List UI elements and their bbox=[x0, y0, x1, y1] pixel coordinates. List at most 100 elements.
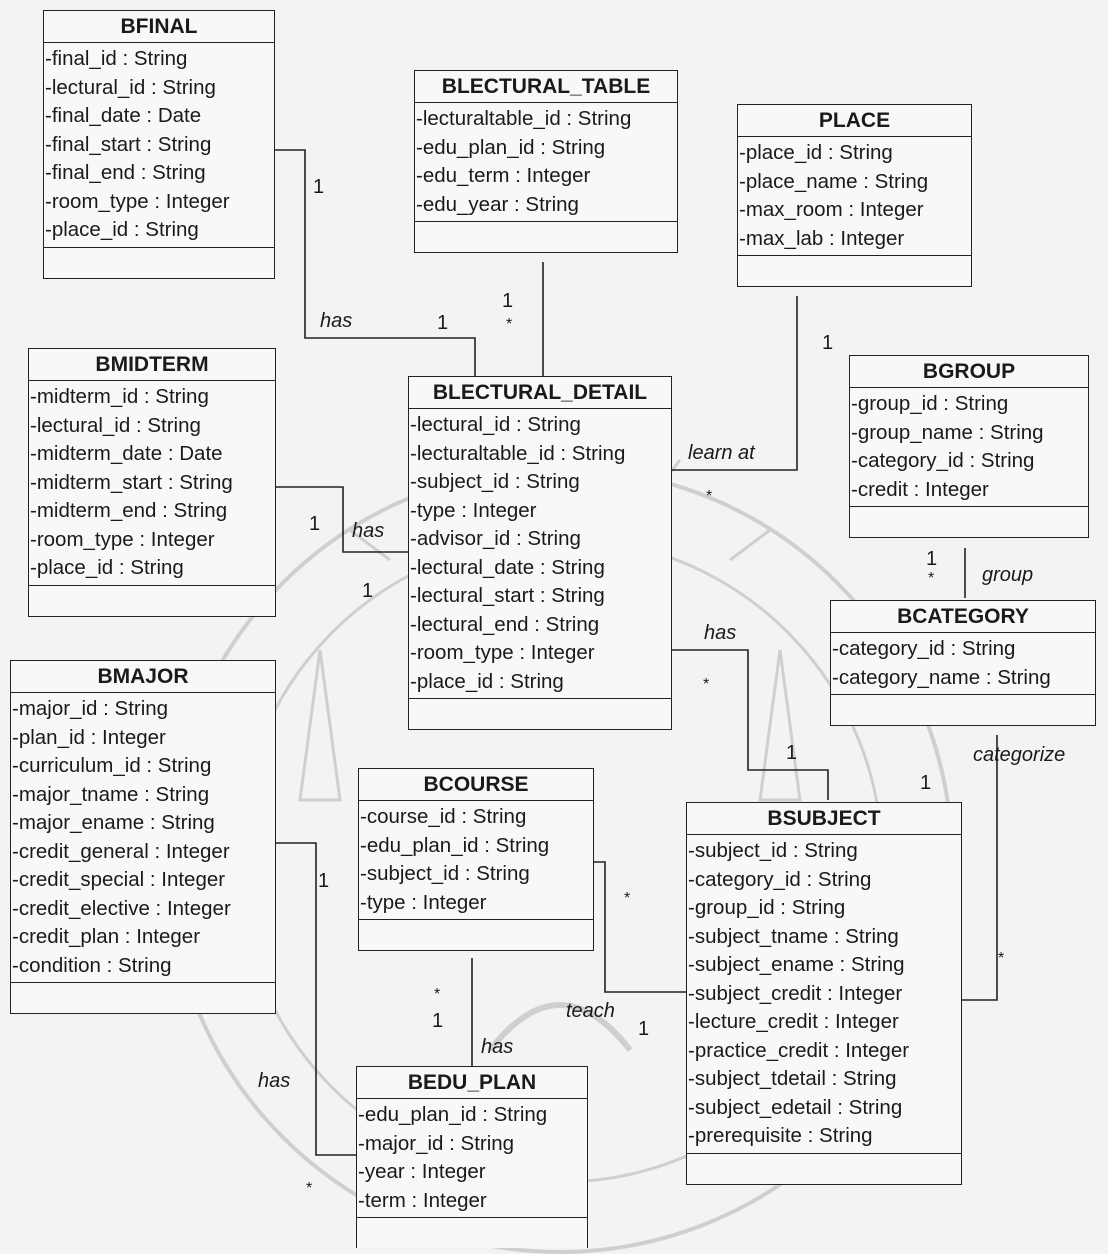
class-name: PLACE bbox=[738, 105, 971, 137]
class-name: BGROUP bbox=[850, 356, 1088, 388]
multiplicity: 1 bbox=[920, 772, 932, 794]
class-blectural-table[interactable]: BLECTURAL_TABLE -lecturaltable_id : Stri… bbox=[414, 70, 678, 253]
attribute: -term : Integer bbox=[358, 1188, 487, 1212]
multiplicity: 1 bbox=[309, 513, 321, 535]
attribute: -year : Integer bbox=[358, 1160, 486, 1183]
class-bmajor[interactable]: BMAJOR -major_id : String -plan_id : Int… bbox=[10, 660, 276, 1014]
attribute: -final_date : Date bbox=[45, 104, 202, 127]
operation-list bbox=[738, 256, 971, 286]
attribute: -room_type : Integer bbox=[45, 189, 230, 213]
operation-list bbox=[850, 507, 1088, 537]
attribute: -max_lab : Integer bbox=[739, 226, 905, 250]
assoc-bfinal-detail bbox=[275, 149, 476, 376]
attribute-list: -lecturaltable_id : String -edu_plan_id … bbox=[415, 103, 677, 222]
class-bcourse[interactable]: BCOURSE -course_id : String -edu_plan_id… bbox=[358, 768, 594, 951]
attribute: -lectural_start : String bbox=[410, 584, 605, 607]
operation-list bbox=[357, 1218, 587, 1248]
attribute-list: -subject_id : String -category_id : Stri… bbox=[687, 835, 961, 1154]
attribute: -category_name : String bbox=[832, 665, 1051, 689]
class-blectural-detail[interactable]: BLECTURAL_DETAIL -lectural_id : String -… bbox=[408, 376, 672, 730]
class-name: BCATEGORY bbox=[831, 601, 1095, 633]
attribute: -curriculum_id : String bbox=[12, 754, 212, 777]
attribute: -place_id : String bbox=[45, 218, 199, 241]
attribute: -category_id : String bbox=[832, 637, 1016, 660]
attribute: -midterm_date : Date bbox=[30, 442, 223, 465]
class-name: BFINAL bbox=[44, 11, 274, 43]
attribute: -subject_credit : Integer bbox=[688, 981, 903, 1005]
attribute: -midterm_end : String bbox=[30, 499, 228, 522]
attribute: -final_start : String bbox=[45, 132, 212, 156]
attribute: -group_id : String bbox=[688, 896, 846, 919]
attribute-list: -edu_plan_id : String -major_id : String… bbox=[357, 1099, 587, 1218]
multiplicity: * bbox=[624, 890, 631, 907]
assoc-label-categorize: categorize bbox=[973, 744, 1066, 766]
attribute: -midterm_start : String bbox=[30, 470, 233, 494]
assoc-label-has-final: has bbox=[320, 310, 353, 332]
attribute: -major_id : String bbox=[12, 697, 169, 720]
class-name: BEDU_PLAN bbox=[357, 1067, 587, 1099]
operation-list bbox=[687, 1154, 961, 1184]
attribute: -lectural_date : String bbox=[410, 555, 605, 579]
attribute: -place_id : String bbox=[30, 556, 184, 579]
attribute: -category_id : String bbox=[688, 867, 872, 891]
assoc-detail-subject bbox=[670, 649, 829, 800]
attribute: -final_end : String bbox=[45, 161, 206, 184]
attribute: -edu_year : String bbox=[416, 192, 579, 216]
multiplicity: 1 bbox=[822, 332, 834, 354]
multiplicity: 1 bbox=[318, 870, 330, 892]
multiplicity: 1 bbox=[437, 312, 449, 334]
operation-list bbox=[415, 222, 677, 252]
class-bsubject[interactable]: BSUBJECT -subject_id : String -category_… bbox=[686, 802, 962, 1185]
attribute: -final_id : String bbox=[45, 47, 188, 70]
attribute: -subject_edetail : String bbox=[688, 1095, 903, 1119]
class-name: BMIDTERM bbox=[29, 349, 275, 381]
class-name: BLECTURAL_DETAIL bbox=[409, 377, 671, 409]
assoc-place-detail bbox=[670, 296, 798, 471]
attribute: -edu_plan_id : String bbox=[360, 833, 550, 857]
attribute: -credit_general : Integer bbox=[12, 839, 230, 863]
multiplicity: 1 bbox=[786, 742, 798, 764]
assoc-label-teach: teach bbox=[566, 1000, 615, 1022]
attribute: -lecturaltable_id : String bbox=[410, 441, 626, 465]
multiplicity: 1 bbox=[432, 1010, 444, 1032]
class-bedu-plan[interactable]: BEDU_PLAN -edu_plan_id : String -major_i… bbox=[356, 1066, 588, 1248]
multiplicity: * bbox=[434, 986, 441, 1003]
attribute-list: -group_id : String -group_name : String … bbox=[850, 388, 1088, 507]
attribute: -room_type : Integer bbox=[30, 527, 215, 551]
class-bfinal[interactable]: BFINAL -final_id : String -lectural_id :… bbox=[43, 10, 275, 279]
attribute-list: -major_id : String -plan_id : Integer -c… bbox=[11, 693, 275, 983]
assoc-label-has-subject: has bbox=[704, 622, 737, 644]
operation-list bbox=[29, 586, 275, 616]
multiplicity: * bbox=[706, 488, 713, 505]
attribute: -lecture_credit : Integer bbox=[688, 1010, 899, 1033]
class-name: BCOURSE bbox=[359, 769, 593, 801]
attribute: -place_id : String bbox=[739, 141, 893, 164]
multiplicity: 1 bbox=[313, 176, 325, 198]
multiplicity: * bbox=[998, 950, 1005, 967]
attribute: -type : Integer bbox=[360, 890, 487, 914]
assoc-label-has-major: has bbox=[258, 1070, 291, 1092]
multiplicity: * bbox=[928, 570, 935, 587]
attribute: -midterm_id : String bbox=[30, 385, 209, 408]
class-place[interactable]: PLACE -place_id : String -place_name : S… bbox=[737, 104, 972, 287]
multiplicity: 1 bbox=[502, 290, 514, 312]
attribute-list: -lectural_id : String -lecturaltable_id … bbox=[409, 409, 671, 699]
class-bgroup[interactable]: BGROUP -group_id : String -group_name : … bbox=[849, 355, 1089, 538]
attribute: -max_room : Integer bbox=[739, 198, 924, 221]
multiplicity: 1 bbox=[362, 580, 374, 602]
operation-list bbox=[359, 920, 593, 950]
attribute: -category_id : String bbox=[851, 449, 1035, 472]
attribute: -lectural_id : String bbox=[30, 413, 201, 437]
attribute: -plan_id : Integer bbox=[12, 725, 166, 749]
attribute: -major_ename : String bbox=[12, 811, 215, 834]
assoc-label-learn-at: learn at bbox=[688, 442, 755, 464]
assoc-course-subject bbox=[592, 861, 688, 993]
class-bcategory[interactable]: BCATEGORY -category_id : String -categor… bbox=[830, 600, 1096, 726]
class-bmidterm[interactable]: BMIDTERM -midterm_id : String -lectural_… bbox=[28, 348, 276, 617]
attribute: -credit_special : Integer bbox=[12, 868, 226, 891]
attribute: -credit : Integer bbox=[851, 477, 989, 501]
attribute: -credit_plan : Integer bbox=[12, 925, 201, 948]
class-name: BSUBJECT bbox=[687, 803, 961, 835]
attribute: -condition : String bbox=[12, 953, 172, 977]
